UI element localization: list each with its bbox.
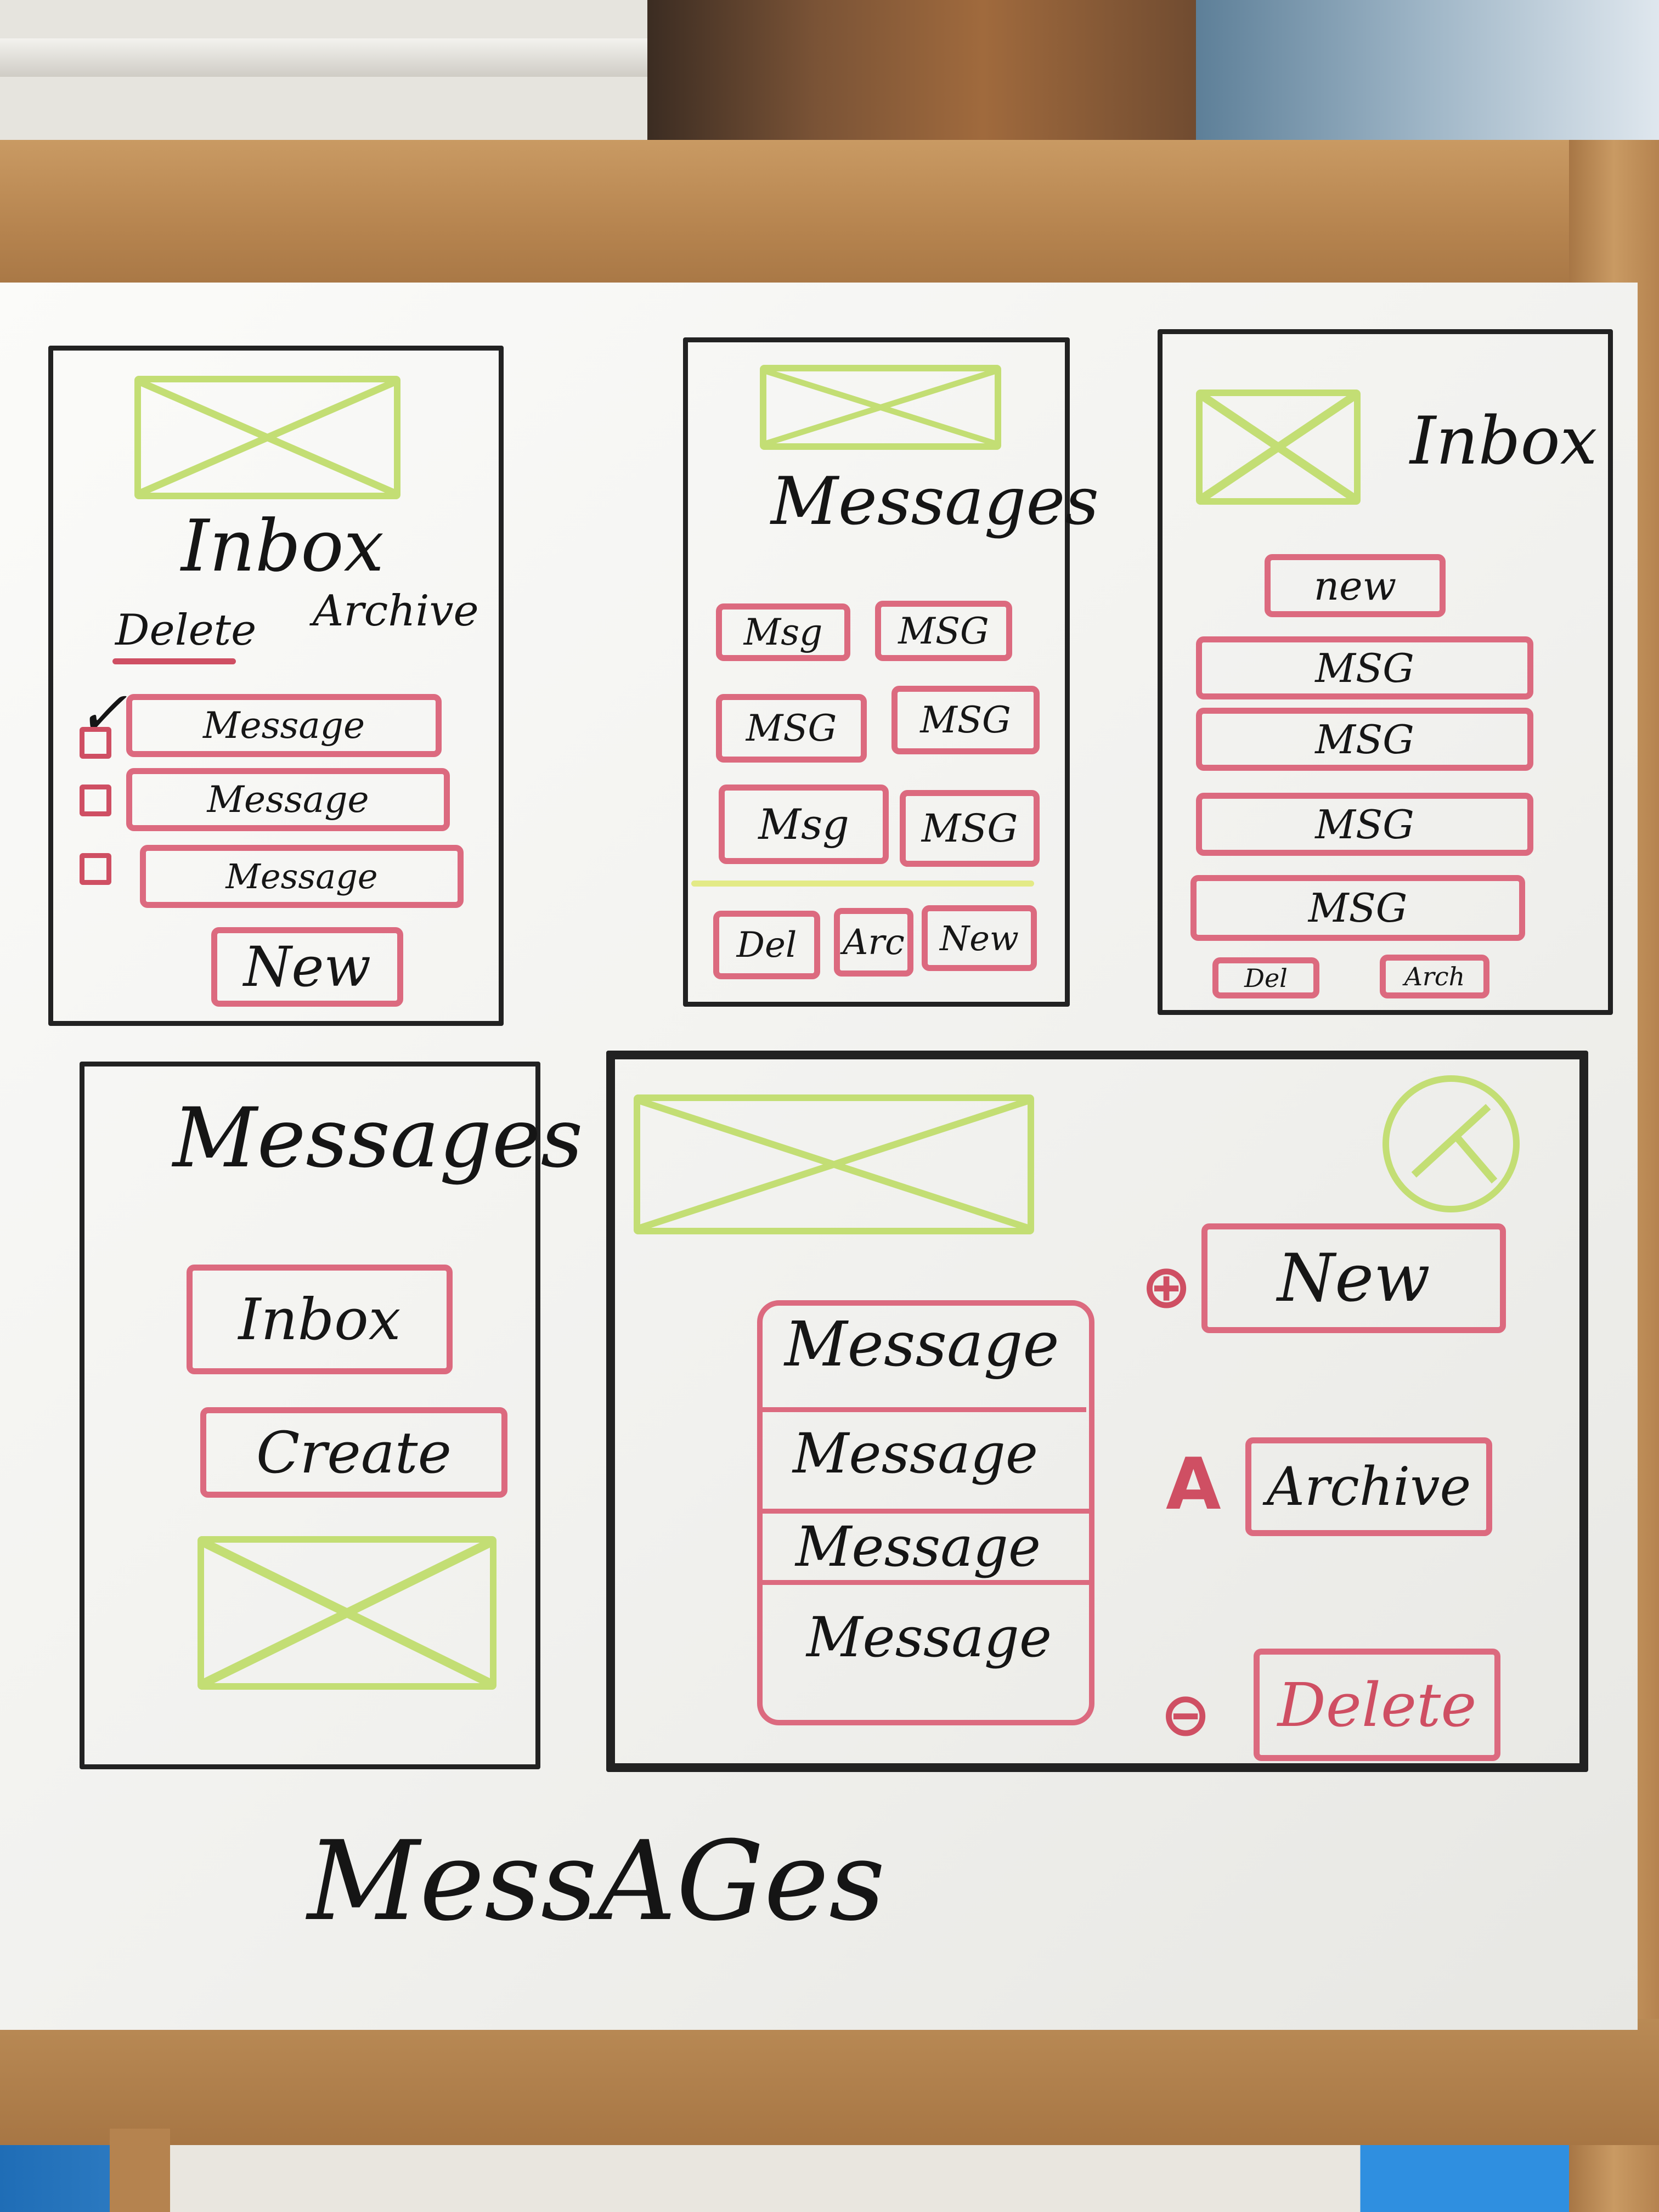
image-placeholder xyxy=(134,376,400,499)
delete-button[interactable]: Delete xyxy=(1254,1649,1500,1761)
delete-button[interactable]: Del xyxy=(1212,957,1319,998)
delete-icon: ⊖ xyxy=(1160,1679,1211,1750)
sketch-messages-grid xyxy=(683,337,1070,1007)
delete-underline xyxy=(112,658,236,664)
delete-action[interactable]: Delete xyxy=(115,606,257,655)
message-tile[interactable]: MSG xyxy=(875,601,1012,661)
archive-button[interactable]: Arc xyxy=(834,908,913,977)
list-divider xyxy=(757,1580,1094,1585)
image-placeholder xyxy=(760,365,1001,450)
message-tile[interactable]: Msg xyxy=(719,785,889,864)
delete-button[interactable]: Del xyxy=(713,911,820,979)
checkbox[interactable] xyxy=(80,785,111,816)
message-item[interactable]: Message xyxy=(793,1421,1039,1486)
message-tile[interactable]: MSG xyxy=(891,686,1040,754)
whiteboard-caption: MessAGes xyxy=(307,1818,885,1945)
message-item[interactable]: Message xyxy=(806,1605,1052,1669)
sketch-inbox-rows xyxy=(1158,329,1613,1015)
sketch-messages-menu xyxy=(80,1062,540,1769)
message-row[interactable]: Message xyxy=(126,694,442,757)
message-row[interactable]: MSG xyxy=(1196,708,1533,771)
archive-action[interactable]: Archive xyxy=(313,586,479,636)
curtain xyxy=(1196,0,1659,159)
new-button[interactable]: New xyxy=(1201,1223,1506,1333)
inbox-button[interactable]: Inbox xyxy=(187,1265,453,1374)
sketch-title: Messages xyxy=(173,1091,583,1186)
message-row[interactable]: MSG xyxy=(1190,875,1525,941)
message-row[interactable]: MSG xyxy=(1196,793,1533,856)
message-item[interactable]: Message xyxy=(795,1515,1041,1579)
new-button[interactable]: New xyxy=(211,927,403,1007)
sketch-inbox-list xyxy=(48,346,504,1026)
message-tile[interactable]: Msg xyxy=(716,603,850,661)
check-mark: ✓ xyxy=(77,678,128,748)
new-button[interactable]: New xyxy=(922,905,1037,971)
sketch-title: Inbox xyxy=(181,504,384,588)
image-placeholder xyxy=(634,1094,1034,1234)
frame-leg xyxy=(110,2129,170,2212)
archive-button[interactable]: Arch xyxy=(1380,955,1489,998)
archive-button[interactable]: Archive xyxy=(1245,1437,1492,1536)
frame-bottom-rail xyxy=(0,2019,1659,2145)
crown-molding xyxy=(0,38,658,77)
frame-top-rail xyxy=(0,140,1659,288)
list-divider xyxy=(757,1407,1086,1412)
message-row[interactable]: Message xyxy=(140,845,464,908)
wooden-furniture xyxy=(647,0,1207,148)
sketch-title: Inbox xyxy=(1410,403,1598,479)
add-icon: ⊕ xyxy=(1141,1251,1192,1322)
checkbox[interactable] xyxy=(80,727,111,759)
sketch-title: Messages xyxy=(771,464,1099,540)
message-row[interactable]: Message xyxy=(126,768,450,831)
checkbox[interactable] xyxy=(80,853,111,885)
message-tile[interactable]: MSG xyxy=(716,694,867,763)
archive-icon: A xyxy=(1166,1442,1221,1526)
divider xyxy=(691,881,1034,887)
message-tile[interactable]: MSG xyxy=(900,790,1040,867)
message-row[interactable]: MSG xyxy=(1196,636,1533,699)
avatar-placeholder xyxy=(1383,1075,1520,1212)
list-divider xyxy=(757,1509,1092,1514)
message-item[interactable]: Message xyxy=(785,1309,1059,1380)
new-button[interactable]: new xyxy=(1265,554,1446,617)
image-placeholder xyxy=(1196,390,1361,505)
image-placeholder xyxy=(198,1536,496,1690)
sketch-desktop-layout xyxy=(606,1051,1588,1772)
create-button[interactable]: Create xyxy=(200,1407,507,1498)
